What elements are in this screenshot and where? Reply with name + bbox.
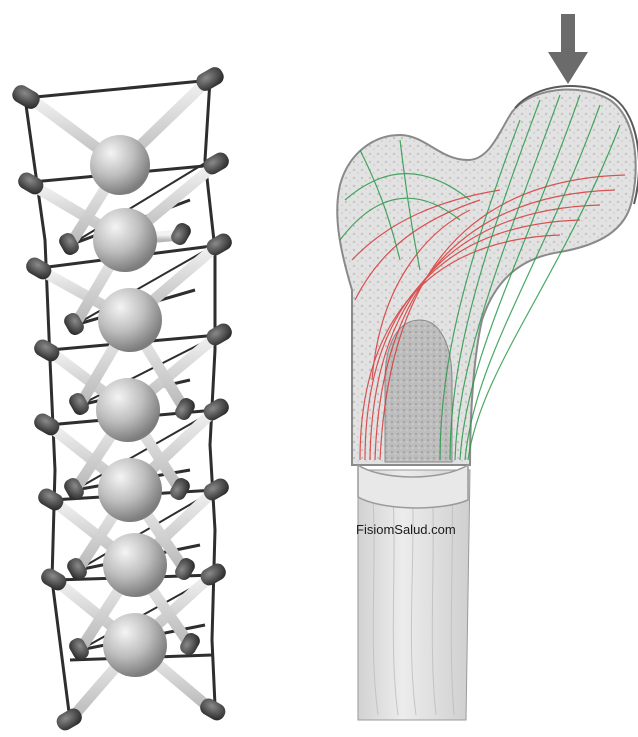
femur-head-and-neck — [337, 90, 635, 465]
watermark-text: FisiomSalud.com — [356, 522, 456, 537]
femur-diagram — [337, 14, 638, 720]
load-arrow-icon — [548, 14, 588, 84]
tensegrity-column — [9, 64, 234, 733]
